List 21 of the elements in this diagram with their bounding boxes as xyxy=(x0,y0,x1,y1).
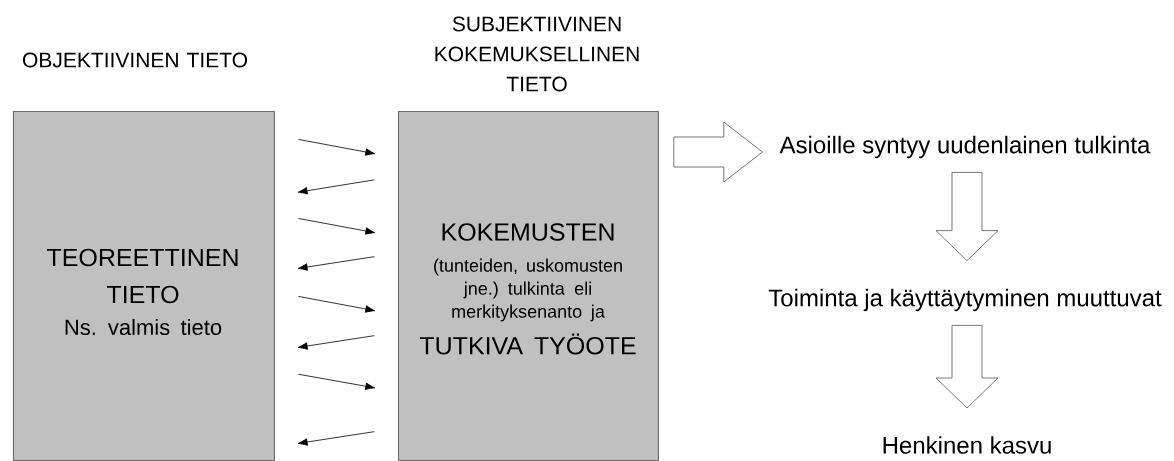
box-text: Ns. valmis tieto xyxy=(65,318,222,336)
block-arrow xyxy=(935,325,999,409)
box-text: (tunteiden, uskomusten jne.) tulkinta eli merkityksenanto ja xyxy=(434,258,622,322)
box-text: KOKEMUSTEN xyxy=(442,223,614,241)
step-text: Toiminta ja käyttäytyminen muuttuvat xyxy=(768,288,1162,312)
arrow xyxy=(297,179,375,195)
arrow xyxy=(298,296,376,313)
step-text: Asioille syntyy uudenlainen tulkinta xyxy=(779,135,1151,159)
arrow xyxy=(298,373,376,390)
column-heading: OBJEKTIIVINEN TIETO xyxy=(23,52,247,68)
box-text: TEOREETTINEN TIETO xyxy=(47,248,238,304)
step-text: Henkinen kasvu xyxy=(883,436,1051,454)
arrow xyxy=(298,218,376,235)
arrow xyxy=(297,431,375,446)
arrow xyxy=(297,256,375,271)
column-heading: SUBJEKTIIVINEN KOKEMUKSELLINEN TIETO xyxy=(435,16,639,92)
arrow xyxy=(298,139,376,156)
box-text: TUTKIVA TYÖOTE xyxy=(419,333,636,355)
block-arrow xyxy=(673,121,763,183)
arrow xyxy=(297,335,375,350)
block-arrow xyxy=(935,172,999,261)
